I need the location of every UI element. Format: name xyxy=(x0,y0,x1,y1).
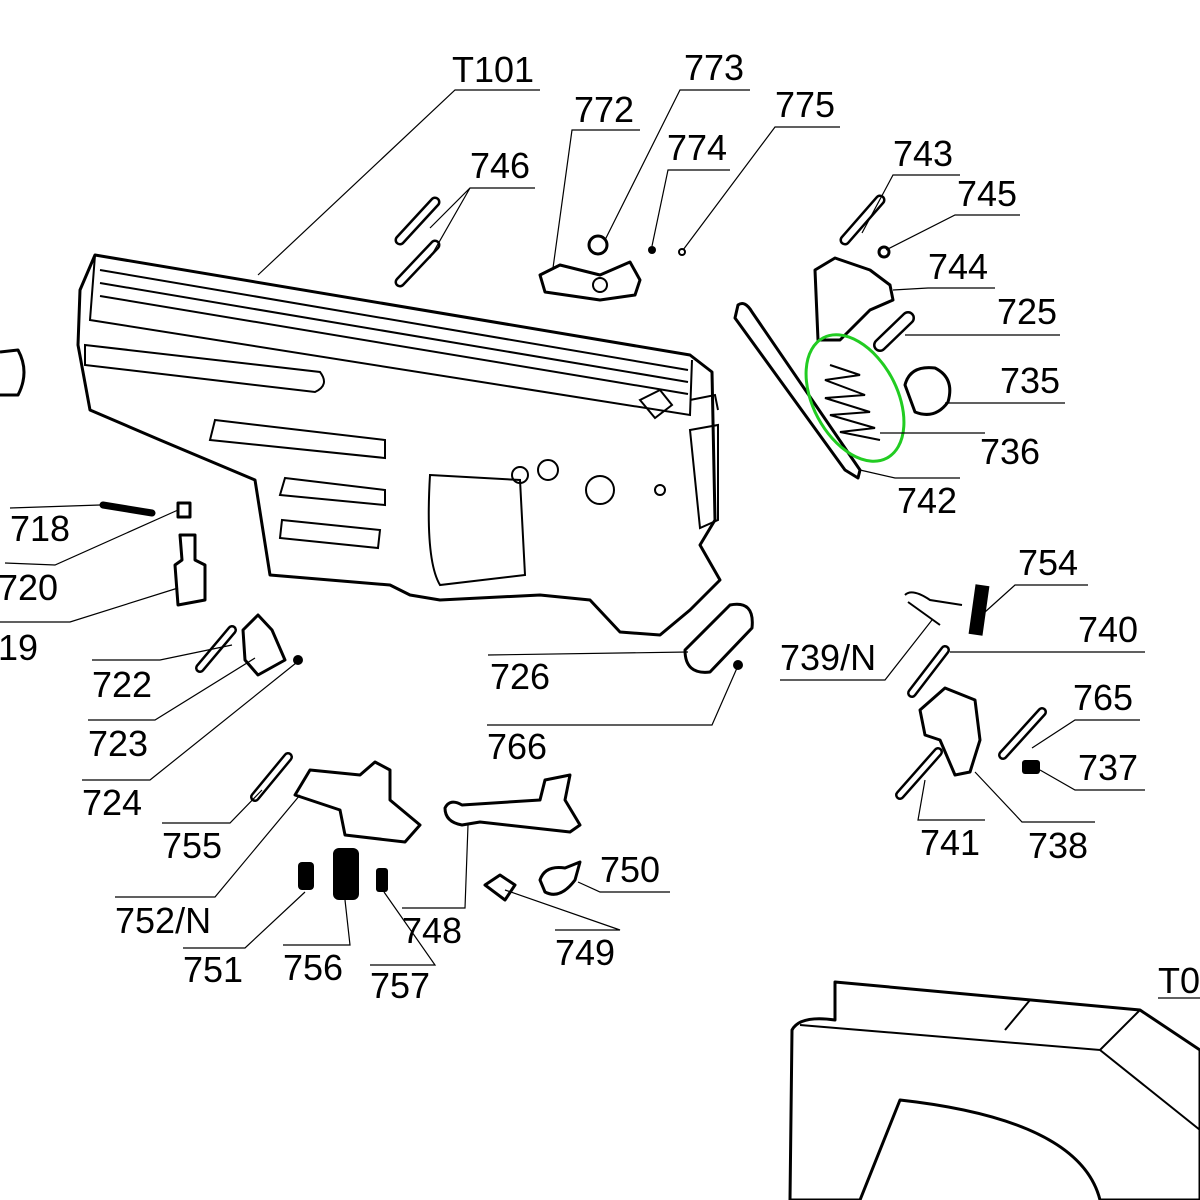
label-741: 741 xyxy=(920,822,980,863)
label-749: 749 xyxy=(555,932,615,973)
label-738: 738 xyxy=(1028,825,1088,866)
label-775: 775 xyxy=(775,84,835,125)
label-737: 737 xyxy=(1078,747,1138,788)
label-726: 726 xyxy=(490,656,550,697)
label-752N: 752/N xyxy=(115,900,211,941)
sear-assembly xyxy=(895,584,1047,800)
label-751: 751 xyxy=(183,949,243,990)
label-748: 748 xyxy=(402,910,462,951)
label-746: 746 xyxy=(470,145,530,186)
label-722: 722 xyxy=(92,664,152,705)
label-742: 742 xyxy=(897,480,957,521)
highlight-ellipse xyxy=(804,333,906,463)
label-719: 19 xyxy=(0,627,38,668)
part-labels: T101 773 772 775 774 746 743 745 744 725… xyxy=(0,47,1200,1006)
receiver-part xyxy=(76,253,722,637)
label-754: 754 xyxy=(1018,542,1078,583)
label-720: 720 xyxy=(0,567,58,608)
pin-726 xyxy=(683,602,754,674)
label-773: 773 xyxy=(684,47,744,88)
label-740: 740 xyxy=(1078,609,1138,650)
label-743: 743 xyxy=(893,133,953,174)
barrel-fragment xyxy=(0,348,26,397)
label-745: 745 xyxy=(957,173,1017,214)
label-755: 755 xyxy=(162,825,222,866)
stock-part xyxy=(788,980,1200,1200)
hammer-assembly xyxy=(733,194,952,480)
label-756: 756 xyxy=(283,947,343,988)
label-744: 744 xyxy=(928,246,988,287)
left-small-parts xyxy=(99,501,303,677)
label-772: 772 xyxy=(574,89,634,130)
pins-746 xyxy=(394,196,441,288)
label-718: 718 xyxy=(10,508,70,549)
trigger-assembly xyxy=(250,752,582,902)
label-765: 765 xyxy=(1073,677,1133,718)
label-724: 724 xyxy=(82,782,142,823)
safety-lever-part xyxy=(538,234,686,302)
label-725: 725 xyxy=(997,291,1057,332)
leader-lines xyxy=(0,89,1200,999)
label-757: 757 xyxy=(370,965,430,1006)
label-736: 736 xyxy=(980,431,1040,472)
label-774: 774 xyxy=(667,127,727,168)
label-739N: 739/N xyxy=(780,637,876,678)
label-T0: T0 xyxy=(1158,960,1200,1001)
label-723: 723 xyxy=(88,723,148,764)
label-T101: T101 xyxy=(452,49,534,90)
label-735: 735 xyxy=(1000,360,1060,401)
label-766: 766 xyxy=(487,726,547,767)
label-750: 750 xyxy=(600,849,660,890)
